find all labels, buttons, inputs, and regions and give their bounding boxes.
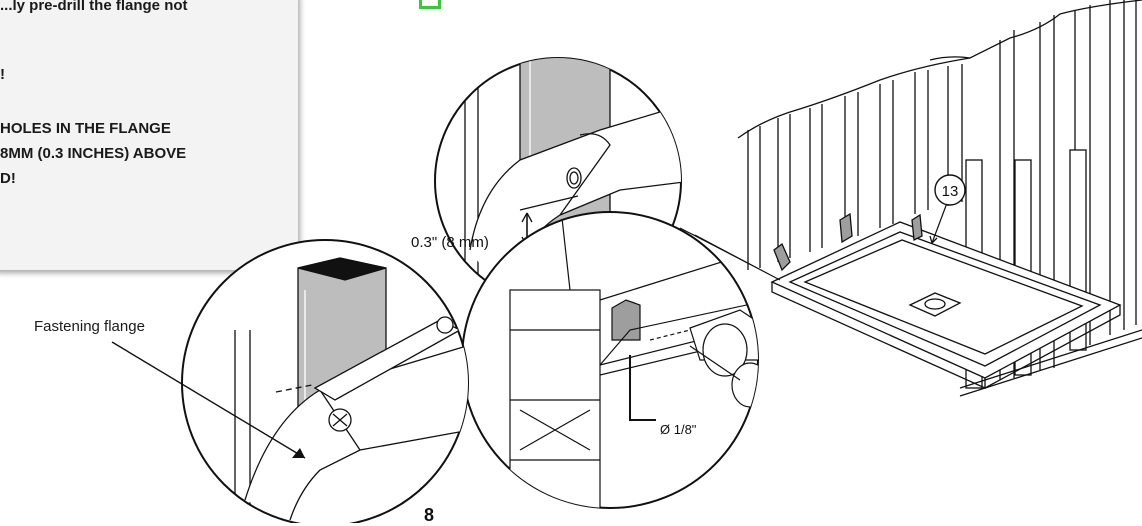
zoom-circle-marking [181,239,469,523]
note-line-4: 8MM (0.3 INCHES) ABOVE [0,145,187,162]
note-line-5: D! [0,170,16,187]
callout-13 [934,174,966,206]
flange-leader [111,341,306,459]
green-marker [419,0,441,9]
note-line-1: ...ly pre-drill the flange not [0,0,188,14]
note-line-3: HOLES IN THE FLANGE [0,120,171,137]
fastening-flange-label: Fastening flange [34,318,145,335]
back-wall-studs [737,57,971,270]
callout-number: 13 [942,183,959,200]
warning-note-box [0,0,298,270]
zoom-leader [679,227,781,281]
page-number: 8 [424,505,435,525]
zoom-circle-drilling [461,211,759,509]
shower-base [770,221,1122,390]
note-line-2: ! [0,66,5,83]
height-dimension-label: 0.3" (8 mm) [411,234,489,251]
drill-diameter-label: Ø 1/8" [660,422,697,437]
shower-frame-illustration [737,0,1142,397]
